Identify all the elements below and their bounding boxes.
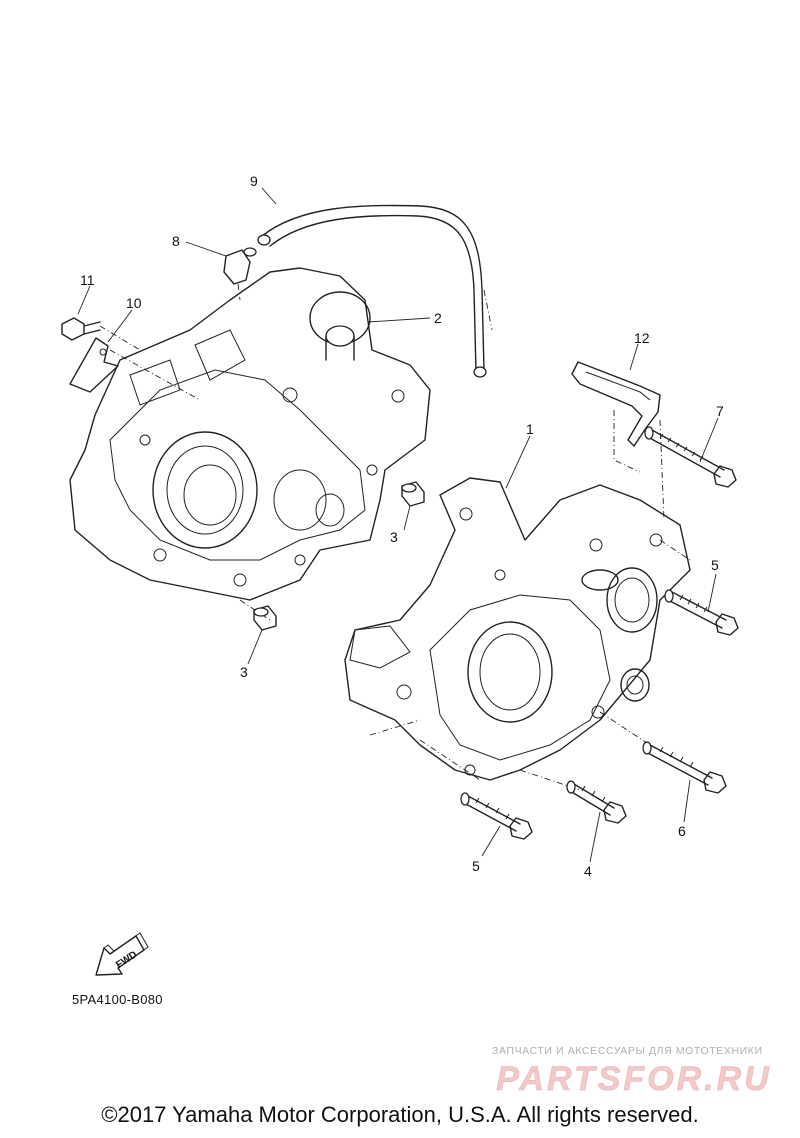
callout-4: 4 [584, 863, 592, 879]
right-crankcase-part-1 [344, 477, 691, 791]
bracket-part-10 [69, 337, 119, 393]
callout-1: 1 [526, 421, 534, 437]
elbow-fitting-part-8 [223, 247, 257, 301]
leader-lines [77, 187, 719, 863]
callout-11: 11 [80, 272, 95, 288]
callout-labels: 9 8 11 10 2 12 7 1 3 5 3 6 5 4 [80, 173, 724, 879]
watermark-brand: PARTSFOR.RU [496, 1060, 771, 1098]
callout-7: 7 [716, 403, 724, 419]
callout-8: 8 [172, 233, 180, 249]
hose-part-9 [257, 204, 493, 378]
bolt-part-5-upper [664, 589, 739, 636]
fwd-direction-arrow: FWD [95, 932, 149, 976]
callout-9: 9 [250, 173, 258, 189]
watermark-tagline: ЗАПЧАСТИ И АКСЕССУАРЫ ДЛЯ МОТОТЕХНИКИ [492, 1045, 763, 1057]
callout-5-upper: 5 [711, 557, 719, 573]
callout-6: 6 [678, 823, 686, 839]
callout-10: 10 [126, 295, 142, 311]
copyright-notice: ©2017 Yamaha Motor Corporation, U.S.A. A… [101, 1102, 699, 1127]
callout-3-upper: 3 [390, 529, 398, 545]
callout-2: 2 [434, 310, 442, 326]
bolt-part-4 [566, 780, 627, 824]
clamp-part-12 [571, 361, 665, 521]
dowel-pin-part-3-lower [253, 605, 277, 631]
bolt-part-11 [61, 317, 141, 351]
dowel-pin-part-3-upper [401, 481, 425, 507]
bolt-part-6 [642, 741, 727, 794]
watermark-logo: PARTSFOR.RU [496, 1060, 771, 1098]
diagram-code: 5PA4100-B080 [72, 992, 163, 1007]
callout-3-lower: 3 [240, 664, 248, 680]
fwd-label: FWD [114, 949, 139, 971]
bolt-part-7 [644, 426, 737, 488]
callout-12: 12 [634, 330, 650, 346]
callout-5-lower: 5 [472, 858, 480, 874]
left-crankcase-part-2 [69, 267, 431, 621]
bolt-part-5-lower [460, 792, 533, 840]
